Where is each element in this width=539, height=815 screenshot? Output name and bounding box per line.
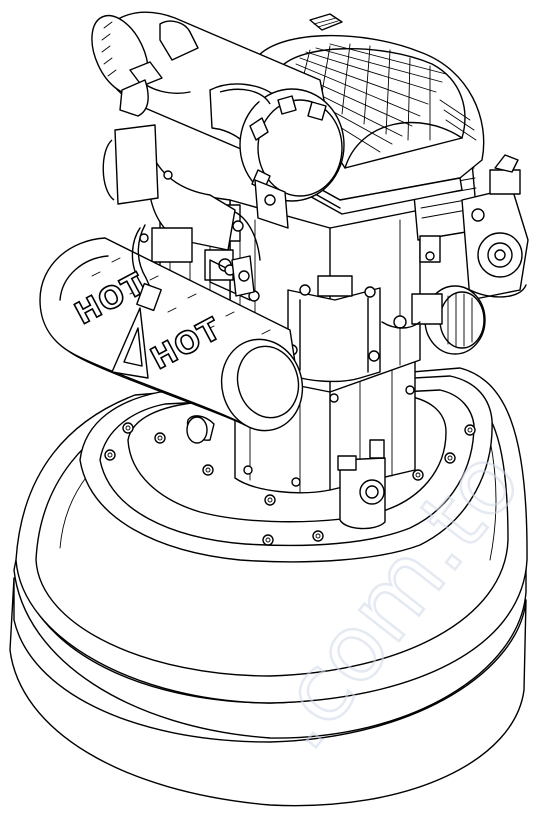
deck-skirt-bottom bbox=[9, 577, 527, 807]
intake-manifold bbox=[102, 124, 289, 302]
air-cleaner bbox=[91, 11, 345, 202]
muffler-heat-shield: HOT HOT bbox=[39, 224, 304, 444]
